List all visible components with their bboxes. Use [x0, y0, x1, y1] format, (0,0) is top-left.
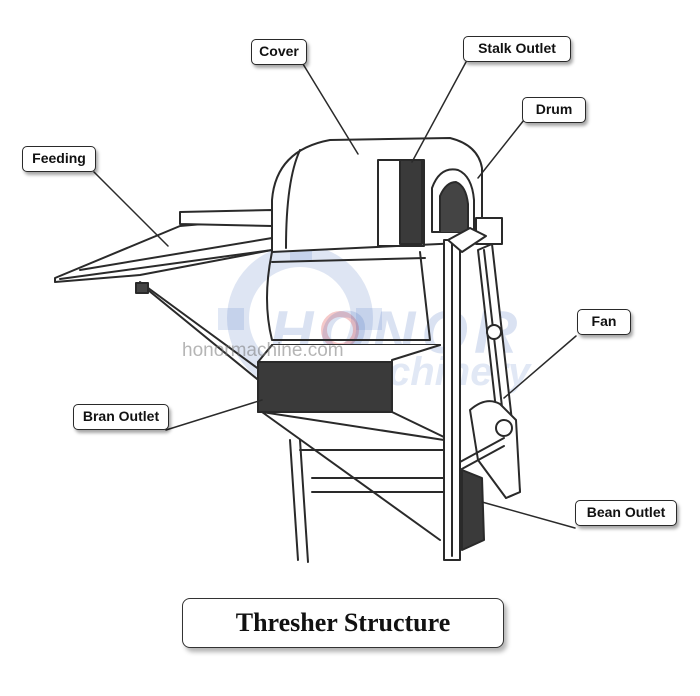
stalk-outlet-chute	[377, 159, 425, 247]
diagram-title: Thresher Structure	[182, 598, 504, 648]
leader-lines	[93, 61, 577, 529]
label-stalk-outlet: Stalk Outlet	[463, 36, 571, 62]
watermark-url: honormachine.com	[182, 340, 344, 361]
bean-outlet-chute	[461, 469, 485, 551]
machine-frame	[261, 227, 487, 563]
drum-window	[431, 168, 503, 245]
label-bran-outlet: Bran Outlet	[73, 404, 169, 430]
lower-body	[257, 344, 447, 441]
label-bean-outlet: Bean Outlet	[575, 500, 677, 526]
fan-assembly	[459, 243, 521, 499]
label-feeding: Feeding	[22, 146, 96, 172]
label-fan: Fan	[577, 309, 631, 335]
label-cover: Cover	[251, 39, 307, 65]
label-drum: Drum	[522, 97, 586, 123]
feeding-tray	[54, 209, 273, 384]
